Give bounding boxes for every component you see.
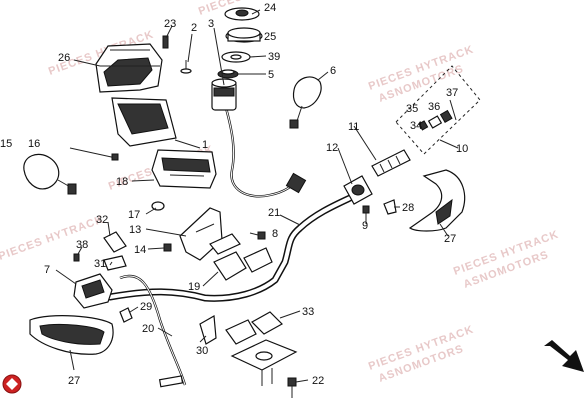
base-plate	[230, 339, 298, 386]
callout-5: 5	[268, 69, 274, 81]
callout-20: 20	[142, 323, 154, 335]
arrow-icon	[544, 340, 584, 372]
brand-logo	[2, 374, 22, 394]
part-13-bracket	[179, 207, 223, 261]
callout-18: 18	[116, 176, 128, 188]
callout-16: 16	[28, 138, 40, 150]
part-17-clip	[151, 201, 165, 211]
callout-37: 37	[446, 87, 458, 99]
callout-29-right: 28	[402, 202, 414, 214]
callout-1: 1	[202, 139, 208, 151]
leader-lines	[55, 9, 459, 383]
callout-19: 19	[188, 281, 200, 293]
part-15-left-mirror	[23, 153, 77, 195]
part-18-instrument-cluster	[151, 149, 217, 189]
callout-12: 12	[326, 142, 338, 154]
part-2-screw	[180, 60, 192, 74]
part-23-fastener	[162, 35, 169, 49]
callout-24: 24	[264, 2, 276, 14]
part-10-kit-box	[395, 65, 481, 155]
callout-3: 3	[208, 18, 214, 30]
callout-28: 27	[444, 233, 456, 245]
part-28-hand-guard	[408, 169, 466, 232]
callout-22: 22	[312, 375, 324, 387]
part-38-screw	[73, 253, 80, 262]
callout-6: 6	[330, 65, 336, 77]
callout-8: 8	[272, 228, 278, 240]
callout-36: 36	[428, 101, 440, 113]
part-6-right-mirror	[289, 76, 322, 129]
callout-32: 32	[96, 214, 108, 226]
part-31-clip	[103, 255, 127, 271]
callout-11: 11	[348, 121, 359, 133]
callout-39: 39	[268, 51, 280, 63]
part-19-clamps	[209, 233, 273, 281]
callout-17: 17	[128, 209, 140, 221]
part-22-bolt	[287, 377, 297, 398]
leader-line	[69, 147, 117, 159]
part-27-hand-guard	[29, 315, 114, 355]
watermark-text: PIECES HYTRACK	[0, 214, 106, 263]
part-32-bracket	[103, 231, 127, 253]
part-29-clip-right	[383, 199, 397, 215]
part-9-screw	[362, 205, 370, 214]
part-11-grip	[371, 149, 411, 177]
callout-38: 38	[76, 239, 88, 251]
part-24-cap	[224, 7, 260, 21]
handlebar	[106, 194, 354, 388]
callout-2: 2	[191, 22, 197, 34]
callout-34: 34	[410, 120, 422, 132]
part-7-switch-housing	[73, 273, 113, 309]
part-1-lower-cowl	[111, 97, 177, 147]
callout-31: 31	[94, 258, 106, 270]
part-12-throttle-housing	[343, 175, 373, 205]
part-33-clamps	[225, 311, 283, 345]
callout-29-left: 29	[140, 301, 152, 313]
part-26-cowl	[95, 43, 163, 93]
callout-9: 9	[362, 220, 368, 232]
part-25-ring	[225, 27, 263, 43]
part-29-clip	[119, 307, 133, 323]
callout-25: 25	[264, 31, 276, 43]
part-8-bolt	[257, 231, 266, 240]
callout-7: 7	[44, 264, 50, 276]
callout-27: 27	[68, 375, 80, 387]
part-14-bolt	[163, 243, 172, 252]
callout-35: 35	[406, 103, 418, 115]
callout-numbers: 1 2 3 24 25 39 5 6 23 26 15 16 18 17 13 …	[0, 2, 468, 387]
callout-33: 33	[302, 306, 314, 318]
callout-13: 13	[129, 224, 141, 236]
callout-21: 21	[268, 207, 280, 219]
callout-23: 23	[164, 18, 176, 30]
callout-14: 14	[134, 244, 146, 256]
callout-30: 30	[196, 345, 208, 357]
part-5-nut	[217, 69, 239, 79]
callout-26: 26	[58, 52, 70, 64]
throttle-cable	[224, 107, 307, 198]
callout-10: 10	[456, 143, 468, 155]
part-16-bolt	[111, 153, 119, 161]
callout-15: 15	[0, 138, 12, 150]
